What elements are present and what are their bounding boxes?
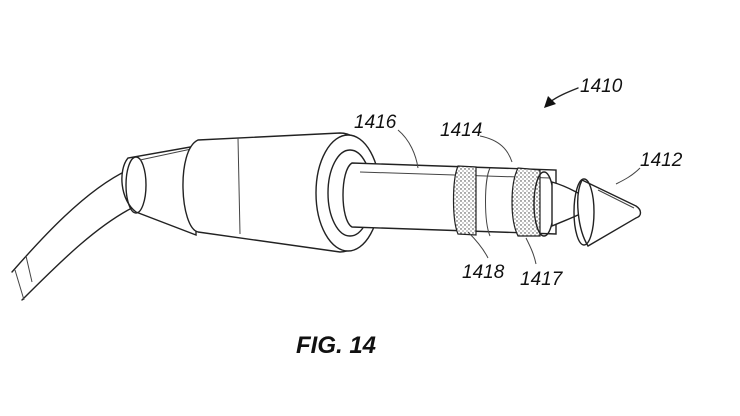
- plug-shaft: [342, 162, 557, 237]
- strain-relief: [121, 145, 197, 237]
- label-1418: 1418: [462, 262, 505, 283]
- label-1412: 1412: [640, 150, 683, 171]
- plug-tip: [551, 178, 642, 247]
- label-1417: 1417: [520, 269, 564, 290]
- figure-caption: FIG. 14: [296, 332, 376, 359]
- assembly-arrow: [544, 87, 579, 108]
- cable: [11, 169, 141, 301]
- label-1414: 1414: [440, 120, 482, 141]
- label-1416: 1416: [354, 112, 397, 133]
- leader-lines: [397, 129, 641, 265]
- ring-1418: [452, 165, 477, 236]
- label-1410: 1410: [580, 76, 623, 97]
- ring-1417: [511, 167, 541, 237]
